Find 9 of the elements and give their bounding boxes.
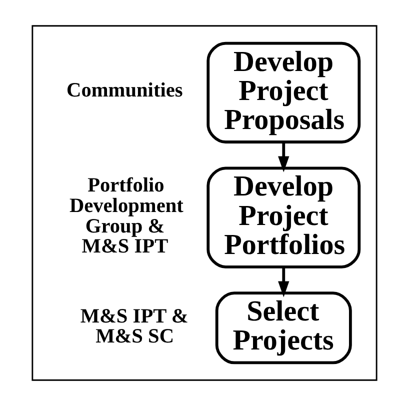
node-box: Develop Project Proposals (206, 42, 361, 144)
node-box: Develop Project Portfolios (206, 166, 361, 268)
node-label: Communities (66, 80, 183, 102)
cluster (32, 25, 378, 381)
node-box: Select Projects (215, 292, 352, 364)
arrow (278, 267, 290, 298)
node-label: M&S IPT & M&S SC (80, 305, 188, 348)
node-label: Portfolio Development Group & M&S IPT (69, 174, 184, 258)
arrow (278, 142, 290, 172)
